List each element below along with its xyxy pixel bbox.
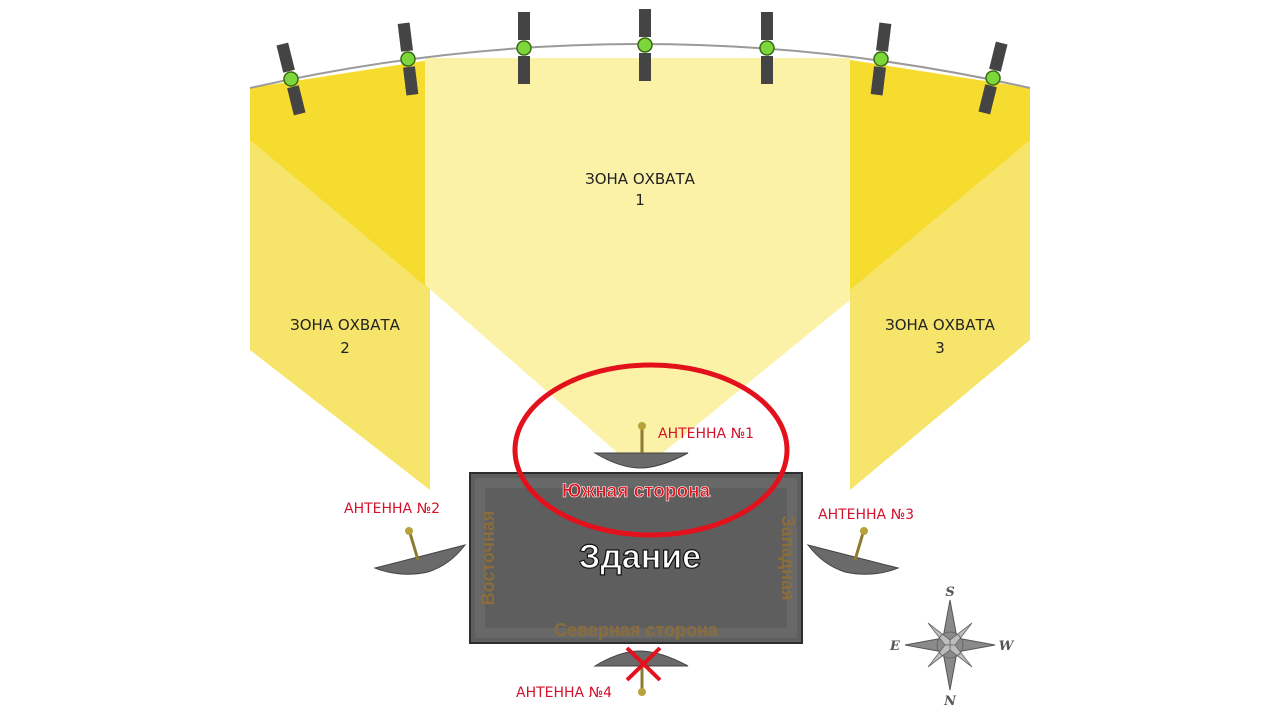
zone-1-number: 1 bbox=[635, 191, 645, 209]
compass-rose-icon: S N W E bbox=[889, 585, 1015, 709]
satellite bbox=[637, 9, 653, 81]
highlight-ellipse bbox=[512, 362, 790, 538]
satellites bbox=[276, 9, 1008, 116]
coverage-zone-2-strong bbox=[250, 60, 430, 290]
zone-2-title: ЗОНА ОХВАТА bbox=[290, 316, 401, 334]
building: Здание Южная сторона Северная сторона Во… bbox=[469, 472, 803, 644]
satellite bbox=[759, 12, 775, 84]
compass-right-letter: W bbox=[999, 639, 1015, 654]
coverage-zone-3-strong bbox=[850, 60, 1030, 290]
coverage-zone-1 bbox=[425, 58, 850, 455]
east-side-label: Восточная bbox=[478, 511, 498, 606]
compass-bottom-letter: N bbox=[943, 694, 957, 709]
satellite bbox=[870, 22, 892, 96]
cross-icon bbox=[625, 646, 662, 682]
compass-left-letter: E bbox=[889, 639, 901, 654]
zone-1-title: ЗОНА ОХВАТА bbox=[585, 170, 696, 188]
building-title: Здание bbox=[579, 538, 701, 576]
satellite bbox=[516, 12, 532, 84]
satellite bbox=[276, 42, 306, 116]
antenna-4-label: АНТЕННА №4 bbox=[516, 685, 612, 701]
antenna-1: АНТЕННА №1 bbox=[593, 422, 754, 469]
south-side-label: Южная сторона bbox=[562, 481, 711, 502]
coverage-zones bbox=[250, 58, 1030, 490]
antenna-3-label: АНТЕННА №3 bbox=[818, 507, 914, 523]
compass-top-letter: S bbox=[945, 585, 954, 600]
satellite bbox=[978, 41, 1008, 115]
building-body bbox=[469, 472, 803, 644]
antenna-2: АНТЕННА №2 bbox=[344, 501, 467, 575]
zone-3-title: ЗОНА ОХВАТА bbox=[885, 316, 996, 334]
north-side-label: Северная сторона bbox=[554, 620, 719, 640]
satellite bbox=[397, 22, 419, 96]
zone-2-number: 2 bbox=[340, 339, 350, 357]
west-side-label: Западная bbox=[778, 516, 798, 601]
zone-3-number: 3 bbox=[935, 339, 945, 357]
antenna-4: АНТЕННА №4 bbox=[516, 646, 689, 701]
antenna-1-label: АНТЕННА №1 bbox=[658, 426, 754, 442]
antenna-2-label: АНТЕННА №2 bbox=[344, 501, 440, 517]
antenna-3: АНТЕННА №3 bbox=[806, 507, 914, 575]
